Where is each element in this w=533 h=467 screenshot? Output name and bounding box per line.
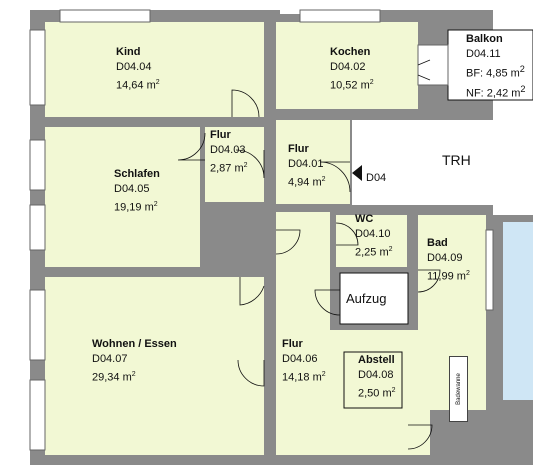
entry-arrow-icon [352,165,362,181]
bathtub: Badewanne [449,356,468,422]
balkon-door [417,44,449,86]
window-top-kochen [299,9,381,23]
room-name: Flur [282,338,303,350]
room-area: 29,34 m2 [92,371,136,384]
room-number: D04.05 [114,183,150,195]
room-name: Balkon [466,33,503,45]
room-name: Schlafen [114,168,160,180]
room-number: D04.11 [466,48,501,60]
room-area: 4,94 m2 [288,176,326,189]
room-label-bad: Bad D04.09 11,99 m2 [427,236,470,285]
room-balkon [447,29,533,101]
room-number: D04.06 [282,353,318,365]
room-number: D04.08 [358,369,394,381]
window-top-kind [59,9,151,23]
door-swings [177,59,441,450]
room-area: 2,50 m2 [358,387,396,400]
room-label-kind: Kind D04.04 14,64 m2 [116,45,160,94]
trh-label: TRH [442,152,471,168]
room-label-balkon: Balkon D04.11 BF: 4,85 m2 NF: 2,42 m2 [466,32,526,101]
elevator-label: Aufzug [346,291,387,306]
room-label-abstell: Abstell D04.08 2,50 m2 [358,353,396,402]
room-name: Wohnen / Essen [92,338,177,350]
elevator [339,272,409,325]
room-number: D04.10 [355,228,391,240]
room-kind [45,22,264,117]
trh-area-lower [493,205,533,215]
room-kochen [276,22,418,109]
room-name: Kochen [330,46,371,58]
entry-label: D04 [366,172,387,184]
room-flur-03 [205,127,264,202]
trh-area [352,120,533,205]
room-area: 2,25 m2 [355,246,393,259]
room-label-flur-03: Flur D04.03 2,87 m2 [210,128,248,177]
room-name: Flur [288,143,309,155]
balkon-bf: BF: 4,85 m2 [466,64,525,80]
room-number: D04.09 [427,252,463,264]
room-label-flur-01: Flur D04.01 4,94 m2 [288,142,326,191]
room-abstell [343,351,403,409]
room-schlafen [45,127,200,267]
room-number: D04.01 [288,158,324,170]
window-bad [485,229,494,311]
stairwell [503,222,533,400]
room-area: 14,18 m2 [282,371,326,384]
room-area: 11,99 m2 [427,270,470,283]
room-name: WC [355,213,374,225]
room-number: D04.07 [92,353,128,365]
room-label-flur-06: Flur D04.06 14,18 m2 [282,337,326,386]
room-area: 19,19 m2 [114,201,158,214]
room-label-schlafen: Schlafen D04.05 19,19 m2 [114,167,160,216]
room-name: Abstell [358,354,395,366]
window-kind [29,29,46,106]
room-flur-06 [276,212,330,455]
room-number: D04.02 [330,61,366,73]
window-wohnen-1 [29,289,46,361]
window-schlafen-1 [29,139,46,191]
room-area: 10,52 m2 [330,79,374,92]
room-wc [336,215,407,267]
room-label-kochen: Kochen D04.02 10,52 m2 [330,45,374,94]
window-schlafen-2 [29,204,46,251]
room-name: Kind [116,46,141,58]
room-area: 2,87 m2 [210,162,248,175]
bathtub-label: Badewanne [455,373,462,405]
room-name: Bad [427,237,448,249]
room-area: 14,64 m2 [116,79,160,92]
balkon-nf: NF: 2,42 m2 [466,83,526,100]
room-number: D04.03 [210,144,246,156]
window-wohnen-2 [29,379,46,451]
room-name: Flur [210,129,231,141]
room-label-wohnen: Wohnen / Essen D04.07 29,34 m2 [92,337,177,386]
room-label-wc: WC D04.10 2,25 m2 [355,212,393,261]
room-wohnen [45,277,264,455]
room-number: D04.04 [116,61,152,73]
